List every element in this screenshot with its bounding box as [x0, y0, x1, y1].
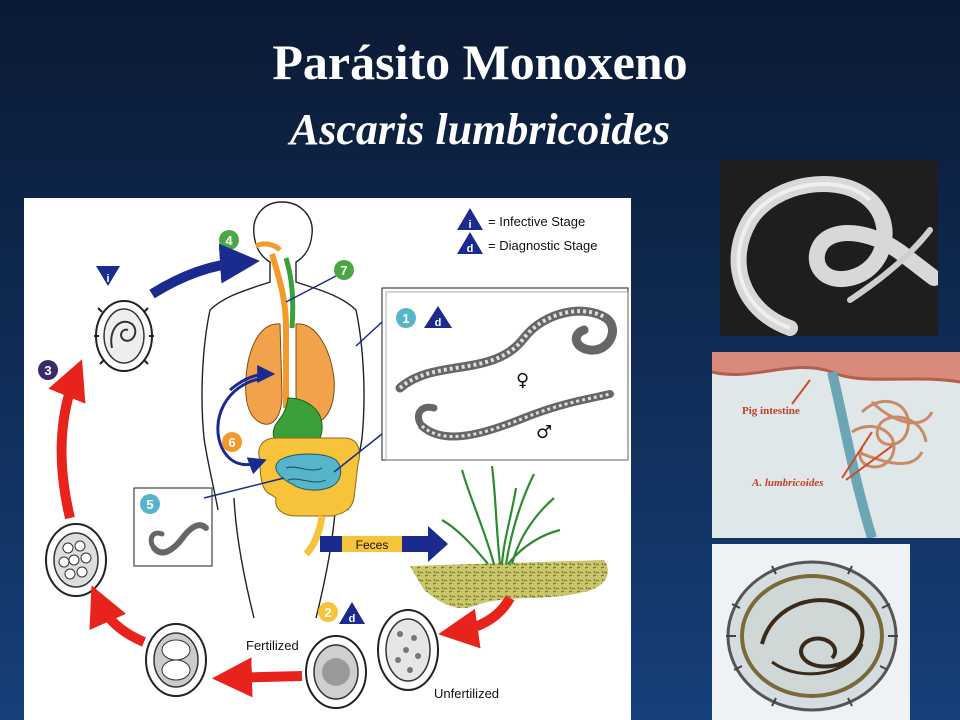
esophagus [269, 253, 289, 408]
female-symbol: ♀ [516, 370, 529, 391]
egg-morula [45, 523, 107, 597]
svg-text:6: 6 [228, 435, 235, 450]
egg-micrograph-photo [712, 544, 910, 720]
step-4-badge: 4 [219, 230, 239, 250]
legend-diagnostic-label: = Diagnostic Stage [488, 238, 597, 253]
svg-text:4: 4 [225, 233, 233, 248]
larva-inset: 5 [133, 487, 213, 567]
adult-worms-inset: 1 d ♀ ♂ [381, 287, 629, 461]
svg-text:3: 3 [44, 363, 51, 378]
step-1-number: 1 [402, 311, 409, 326]
life-cycle-svg: i = Infective Stage d = Diagnostic Stage… [38, 201, 629, 709]
step-6-badge: 6 [222, 432, 242, 452]
soil-grass [410, 465, 608, 609]
arrow-embryonation-up [48, 359, 86, 520]
egg-unfertilized [377, 609, 439, 691]
pig-intestine-photo: Pig intestine A. lumbricoides [712, 352, 960, 538]
svg-text:7: 7 [340, 263, 347, 278]
step-5-number: 5 [146, 497, 153, 512]
svg-text:d: d [435, 317, 442, 329]
adult-worm-photo [720, 160, 938, 336]
arrow-soil-to-egg [438, 595, 515, 649]
step-7-badge: 7 [334, 260, 354, 280]
egg-two-cell [145, 623, 207, 697]
legend: i = Infective Stage d = Diagnostic Stage [457, 208, 597, 255]
legend-diagnostic-symbol: d [467, 243, 474, 255]
svg-text:d: d [349, 613, 356, 625]
arrow-migration [216, 376, 267, 475]
feces-label: Feces [356, 538, 389, 552]
male-symbol: ♂ [536, 422, 552, 443]
egg-infective: i [94, 266, 154, 372]
step-2-badge: 2 d [318, 602, 365, 625]
arrow-ingestion [149, 243, 260, 299]
legend-infective-label: = Infective Stage [488, 214, 585, 229]
legend-infective-symbol: i [468, 219, 471, 231]
female-worm [395, 306, 617, 393]
step-3-badge: 3 [38, 360, 58, 380]
svg-text:2: 2 [324, 605, 331, 620]
slide-title: Parásito Monoxeno [272, 34, 688, 90]
pig-intestine-label: Pig intestine [742, 405, 800, 417]
life-cycle-diagram: i = Infective Stage d = Diagnostic Stage… [24, 198, 631, 720]
slide-subtitle: Ascaris lumbricoides [289, 105, 671, 154]
worms-label: A. lumbricoides [751, 477, 824, 489]
egg-fertilized [305, 635, 367, 709]
arrow-embryonation-left [89, 585, 147, 647]
arrow-fertilized-left [212, 657, 303, 698]
fertilized-label: Fertilized [246, 638, 299, 653]
unfertilized-label: Unfertilized [434, 686, 499, 701]
feces-arrow: Feces [320, 526, 448, 562]
egg-infective-symbol: i [106, 273, 109, 285]
